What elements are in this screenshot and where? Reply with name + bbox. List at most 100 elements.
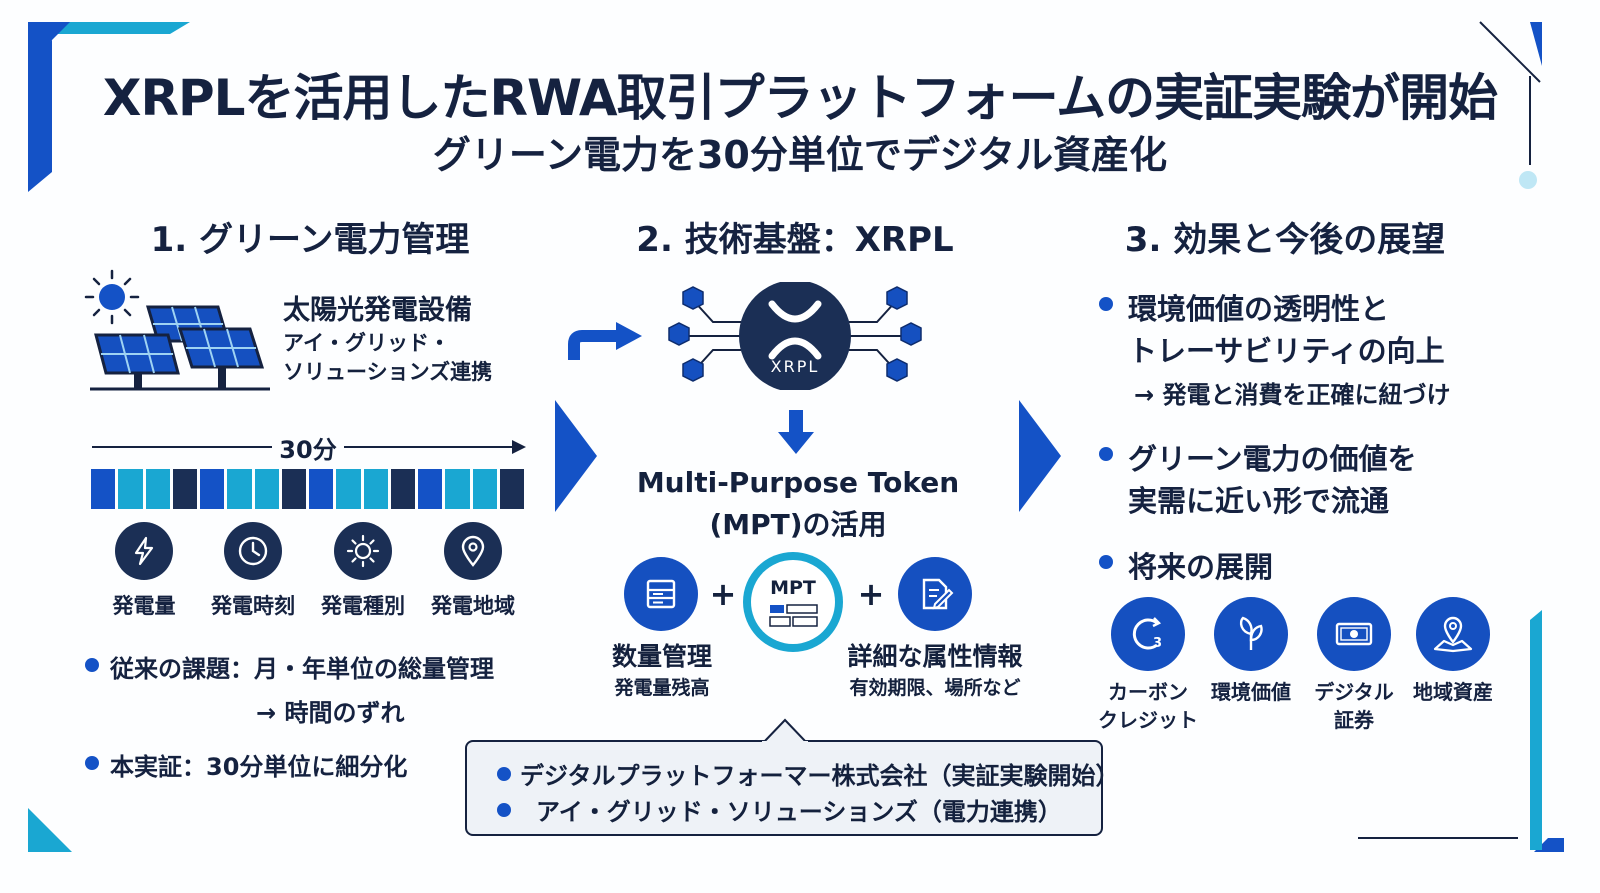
timeline-label: 30分 <box>279 436 337 464</box>
attr-circle-4 <box>444 522 502 580</box>
attr-circle-2 <box>224 522 282 580</box>
solar-title: 太陽光発電設備 <box>283 295 472 326</box>
bullet-dot <box>1099 447 1113 461</box>
plus-sign: + <box>709 575 737 613</box>
time-slot-bar <box>91 469 527 509</box>
attr-label-3: 発電種別 <box>321 594 405 618</box>
xrpl-logo-icon <box>768 300 822 360</box>
token-line1: Multi-Purpose Token <box>636 466 960 499</box>
effect1-line2: トレーサビリティの向上 <box>1128 334 1445 368</box>
map-pin-icon <box>1433 616 1473 653</box>
issue-result-text: → 時間のずれ <box>256 699 405 727</box>
quantity-label: 数量管理 <box>611 642 712 671</box>
banknote-icon <box>1335 622 1373 646</box>
mpt-badge-text: MPT <box>770 577 816 599</box>
bullet-dot <box>497 767 511 781</box>
demo-text: 本実証：30分単位に細分化 <box>110 753 408 781</box>
document-edit-icon <box>922 578 954 610</box>
attr-label-1: 発電量 <box>112 594 176 618</box>
bullet-dot <box>1099 297 1113 311</box>
corner-decoration-bottom-right <box>1358 610 1564 852</box>
time-slot <box>499 469 524 509</box>
future-label-1-line1: カーボン <box>1108 680 1188 704</box>
time-slot <box>227 469 252 509</box>
time-slot <box>363 469 388 509</box>
effect1-sub: → 発電と消費を正確に紐づけ <box>1134 381 1451 409</box>
section1-heading: 1. グリーン電力管理 <box>150 220 470 260</box>
effect2-line1: グリーン電力の価値を <box>1128 442 1417 476</box>
attribute-circle <box>898 557 972 631</box>
sun-icon <box>346 534 380 568</box>
lightning-icon <box>134 536 154 566</box>
partner-item-1: デジタルプラットフォーマー株式会社（実証実験開始） <box>520 762 1120 790</box>
time-slot <box>200 469 225 509</box>
callout-pointer <box>762 718 808 744</box>
time-slot <box>91 469 116 509</box>
chevron-right-icon <box>555 400 597 512</box>
flow-arrow-icon <box>568 322 642 360</box>
attr-label-2: 発電時刻 <box>211 594 295 618</box>
future-label-1-line2: クレジット <box>1098 708 1198 732</box>
time-slot <box>445 469 470 509</box>
time-slot <box>336 469 361 509</box>
clock-icon <box>238 536 268 566</box>
page-subtitle: グリーン電力を30分単位でデジタル資産化 <box>432 133 1168 177</box>
future-label-2: 環境価値 <box>1191 678 1311 706</box>
attr-circle-1 <box>115 522 173 580</box>
quantity-sub: 発電量残高 <box>614 677 710 699</box>
token-line2: (MPT)の活用 <box>709 508 887 541</box>
future-label-3-line1: デジタル <box>1314 680 1394 704</box>
time-slot <box>472 469 497 509</box>
page-title: XRPLを活用したRWA取引プラットフォームの実証実験が開始 <box>102 69 1498 127</box>
future-circle-3 <box>1317 597 1391 671</box>
future-label-4-line1: 地域資産 <box>1413 680 1493 704</box>
section3-heading: 3. 効果と今後の展望 <box>1124 220 1446 260</box>
future-heading: 将来の展開 <box>1128 550 1274 584</box>
mpt-badge-inner <box>751 560 835 644</box>
bullet-dot <box>85 658 99 672</box>
chevron-right-icon <box>1019 400 1061 512</box>
time-slot <box>309 469 334 509</box>
effect2-line2: 実需に近い形で流通 <box>1128 484 1390 518</box>
time-slot <box>145 469 170 509</box>
corner-decoration-bottom-left <box>28 808 72 852</box>
attribute-label: 詳細な属性情報 <box>847 642 1023 671</box>
plus-sign: + <box>857 575 885 613</box>
time-slot <box>254 469 279 509</box>
quantity-circle <box>624 557 698 631</box>
bullet-dot <box>85 756 99 770</box>
future-label-4: 地域資産 <box>1393 678 1513 706</box>
corner-decoration-top-right <box>1479 21 1542 189</box>
future-label-3: デジタル 証券 <box>1294 678 1414 734</box>
solar-partner-line1: アイ・グリッド・ <box>283 331 450 355</box>
timeline-line-right <box>344 446 514 448</box>
attribute-sub: 有効期限、場所など <box>849 677 1021 699</box>
future-label-1: カーボン クレジット <box>1083 678 1213 734</box>
svg-text:3: 3 <box>1153 636 1162 651</box>
solar-partner-line2: ソリューションズ連携 <box>283 360 493 384</box>
time-slot <box>390 469 415 509</box>
partners-callout <box>465 740 1103 836</box>
xrpl-logo-text: XRPL <box>770 357 820 376</box>
xrpl-network-illustration <box>668 282 922 390</box>
bullet-dot <box>497 803 511 817</box>
future-circle-2 <box>1214 597 1288 671</box>
timeline-arrowhead <box>512 440 526 454</box>
corner-decoration-top-left <box>28 22 190 192</box>
sun-icon <box>84 269 140 325</box>
time-slot <box>281 469 306 509</box>
time-slot <box>118 469 143 509</box>
database-icon <box>646 579 676 609</box>
future-label-2-line1: 環境価値 <box>1211 680 1291 704</box>
timeline-line-left <box>92 446 272 448</box>
arrow-down-icon <box>778 410 814 454</box>
attr-circle-3 <box>334 522 392 580</box>
effect1-line1: 環境価値の透明性と <box>1128 292 1390 326</box>
location-pin-icon <box>461 535 485 567</box>
time-slot <box>172 469 197 509</box>
section2-heading: 2. 技術基盤：XRPL <box>636 220 954 260</box>
issue-text: 従来の課題：月・年単位の総量管理 <box>110 655 494 683</box>
time-slot <box>418 469 443 509</box>
future-circle-4 <box>1416 597 1490 671</box>
carbon-credit-icon: 3 <box>1132 617 1162 651</box>
